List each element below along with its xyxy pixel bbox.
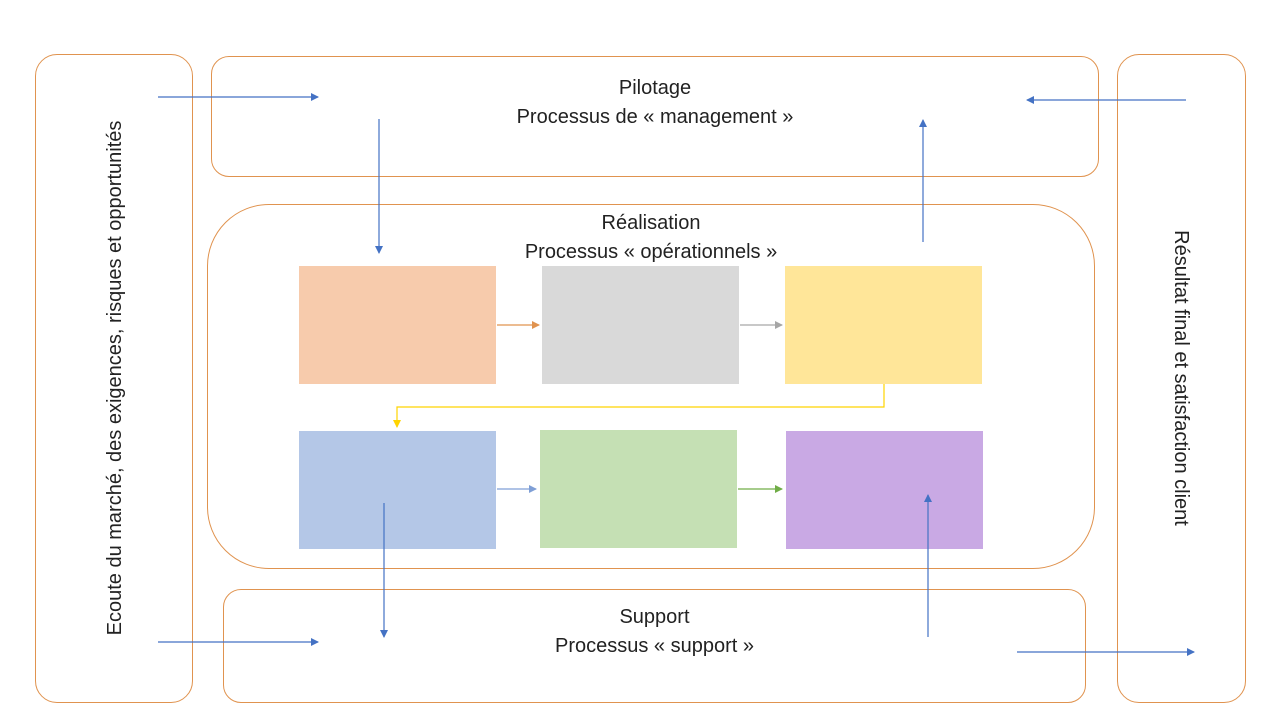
process-step-5 [540,430,737,548]
realisation-box: Réalisation Processus « opérationnels » [207,204,1095,569]
pilotage-subtitle: Processus de « management » [516,106,794,128]
process-step-3 [785,266,982,384]
right-panel [1117,54,1246,703]
process-step-6 [786,431,983,549]
process-step-1 [299,266,496,384]
process-step-2 [542,266,739,384]
realisation-subtitle: Processus « opérationnels » [524,241,778,263]
left-panel [35,54,193,703]
left-panel-label: Ecoute du marché, des exigences, risques… [104,120,126,636]
process-step-4 [299,431,496,549]
support-box: Support Processus « support » [223,589,1086,703]
right-panel-label: Résultat final et satisfaction client [1170,230,1192,526]
support-subtitle: Processus « support » [555,635,754,657]
pilotage-box: Pilotage Processus de « management » [211,56,1099,177]
support-title: Support [619,606,690,628]
pilotage-title: Pilotage [618,77,692,99]
realisation-title: Réalisation [601,212,701,234]
